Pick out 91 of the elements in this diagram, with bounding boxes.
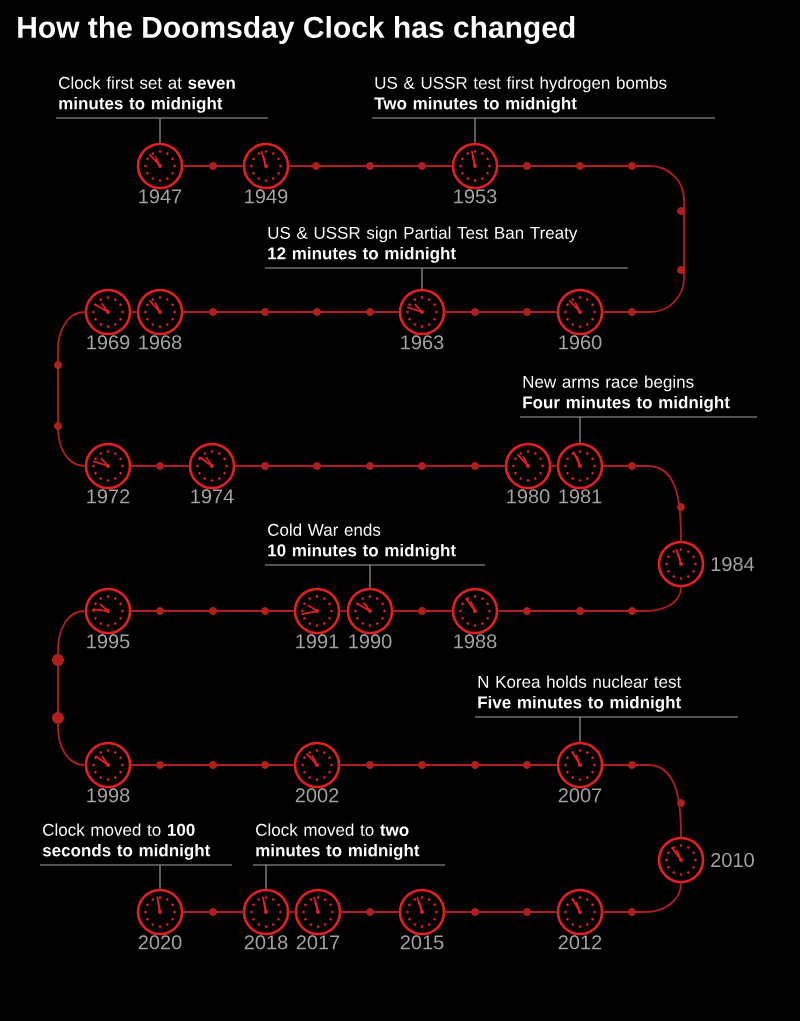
timeline-line bbox=[130, 465, 190, 467]
year-label: 2007 bbox=[558, 788, 602, 803]
leader-line bbox=[265, 864, 267, 890]
year-label: 1980 bbox=[507, 489, 550, 504]
clock-icon bbox=[451, 142, 499, 190]
year-label: 1969 bbox=[87, 335, 130, 350]
year-label: 1947 bbox=[139, 189, 182, 204]
timeline-line bbox=[234, 465, 506, 467]
year-label: 1974 bbox=[191, 489, 234, 504]
clock-icon bbox=[556, 888, 604, 936]
clock-icon bbox=[294, 888, 342, 936]
timeline-line bbox=[602, 465, 682, 542]
timeline-line bbox=[288, 911, 296, 913]
year-label: 2017 bbox=[296, 935, 340, 950]
clock-icon bbox=[188, 442, 236, 490]
timeline-line bbox=[339, 764, 558, 766]
year-label: 1963 bbox=[401, 335, 444, 350]
year-label: 1991 bbox=[296, 634, 339, 649]
leader-line bbox=[421, 267, 423, 290]
clock-icon bbox=[657, 836, 705, 884]
leader-line bbox=[159, 117, 161, 144]
timeline-line bbox=[392, 610, 453, 612]
timeline-line bbox=[339, 610, 348, 612]
leader-line bbox=[369, 564, 371, 589]
callout-text: Clock first set at seven minutes to midnight bbox=[55, 76, 269, 119]
year-label: 1968 bbox=[139, 335, 182, 350]
timeline-line bbox=[288, 165, 453, 167]
timeline-line bbox=[602, 764, 682, 838]
timeline-line bbox=[57, 311, 86, 467]
leader-line bbox=[474, 117, 476, 144]
year-label: 1949 bbox=[245, 189, 288, 204]
callout-text: Clock moved to 100 seconds to midnight bbox=[39, 823, 233, 866]
timeline-line bbox=[497, 165, 685, 313]
clock-icon bbox=[136, 288, 184, 336]
clock-icon bbox=[398, 888, 446, 936]
year-label: 2002 bbox=[295, 788, 339, 803]
title: How the Doomsday Clock has changed bbox=[18, 15, 575, 45]
clock-icon bbox=[451, 587, 499, 635]
year-label: 1990 bbox=[349, 634, 392, 649]
callout-text: N Korea holds nuclear test Five minutes to midnight bbox=[474, 675, 739, 718]
clock-icon bbox=[398, 288, 446, 336]
year-label: 2010 bbox=[711, 852, 754, 868]
year-label: 2015 bbox=[400, 935, 444, 950]
timeline-line bbox=[444, 311, 558, 313]
clock-icon bbox=[346, 587, 394, 635]
year-label: 1972 bbox=[87, 489, 130, 504]
callout-text: US & USSR test first hydrogen bombs Two minutes to midnight bbox=[371, 76, 716, 119]
year-label: 2012 bbox=[558, 935, 602, 950]
clock-icon bbox=[556, 442, 604, 490]
clock-icon bbox=[136, 142, 184, 190]
timeline-line bbox=[497, 586, 682, 612]
timeline-line bbox=[130, 764, 295, 766]
clock-icon bbox=[556, 288, 604, 336]
clock-icon bbox=[84, 442, 132, 490]
clock-icon bbox=[136, 888, 184, 936]
year-label: 1995 bbox=[87, 634, 130, 649]
timeline-line bbox=[57, 610, 86, 766]
clock-icon bbox=[293, 587, 341, 635]
timeline-line bbox=[444, 911, 558, 913]
timeline-line bbox=[340, 911, 400, 913]
callout-text: US & USSR sign Partial Test Ban Treaty 12 minutes to midnight bbox=[264, 226, 629, 269]
timeline-line bbox=[182, 165, 244, 167]
clock-icon bbox=[84, 741, 132, 789]
year-label: 2018 bbox=[244, 935, 288, 950]
clock-icon bbox=[242, 142, 290, 190]
year-label: 1960 bbox=[559, 335, 602, 350]
leader-line bbox=[159, 864, 161, 890]
year-label: 1981 bbox=[559, 489, 602, 504]
clock-icon bbox=[84, 587, 132, 635]
timeline-line bbox=[130, 610, 295, 612]
leader-line bbox=[579, 716, 581, 743]
clock-icon bbox=[657, 540, 705, 588]
callout-text: New arms race begins Four minutes to midnight bbox=[519, 375, 758, 418]
year-label: 1984 bbox=[711, 556, 755, 572]
timeline-line bbox=[130, 311, 138, 313]
year-label: 2020 bbox=[138, 935, 182, 950]
clock-icon bbox=[84, 288, 132, 336]
clock-icon bbox=[242, 888, 290, 936]
timeline-line bbox=[182, 911, 244, 913]
clock-icon bbox=[556, 741, 604, 789]
year-label: 1988 bbox=[454, 634, 497, 649]
clock-icon bbox=[504, 442, 552, 490]
timeline-line bbox=[550, 465, 558, 467]
clock-icon bbox=[293, 741, 341, 789]
callout-text: Cold War ends 10 minutes to midnight bbox=[264, 523, 486, 566]
leader-line bbox=[579, 416, 581, 444]
year-label: 1998 bbox=[87, 788, 130, 803]
timeline-line bbox=[182, 311, 400, 313]
year-label: 1953 bbox=[454, 189, 497, 204]
callout-text: Clock moved to two minutes to midnight bbox=[252, 823, 446, 866]
timeline-line bbox=[602, 882, 682, 913]
